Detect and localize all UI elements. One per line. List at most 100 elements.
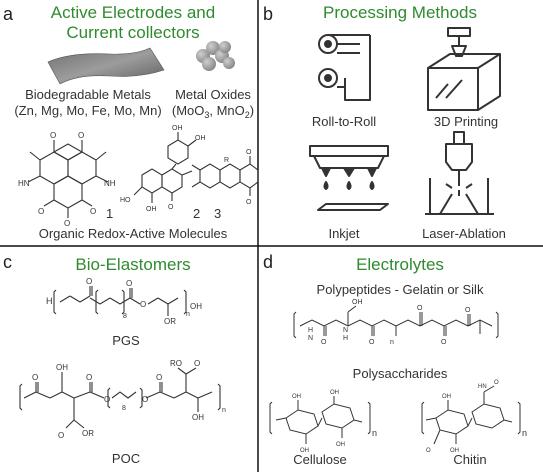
saccharide-caption: Polysaccharides [353, 366, 448, 381]
poc-structure [19, 367, 221, 429]
svg-text:O: O [142, 395, 148, 404]
svg-text:HN: HN [478, 384, 487, 390]
svg-text:n: n [222, 407, 226, 414]
svg-text:OH: OH [336, 442, 345, 448]
svg-text:OR: OR [164, 317, 176, 326]
svg-text:n: n [186, 311, 190, 318]
svg-text:O: O [246, 199, 252, 206]
molecule-3-structure [191, 156, 259, 196]
svg-text:RO: RO [170, 359, 182, 368]
svg-text:OH: OH [146, 206, 157, 213]
method-roll-to-roll: Roll-to-Roll [312, 114, 376, 129]
svg-text:O: O [38, 207, 44, 216]
svg-text:O: O [50, 131, 56, 140]
svg-text:O: O [126, 279, 132, 288]
svg-text:O: O [104, 395, 110, 404]
svg-text:OH: OH [56, 363, 68, 372]
svg-text:O: O [194, 359, 200, 368]
svg-text:HO: HO [120, 197, 131, 204]
method-inkjet: Inkjet [328, 226, 359, 241]
svg-text:OH: OH [300, 448, 309, 454]
roll-to-roll-icon [318, 34, 371, 101]
svg-text:OH: OH [172, 125, 183, 132]
molecules-caption: Organic Redox-Active Molecules [39, 226, 228, 241]
svg-text:R: R [224, 157, 229, 164]
svg-text:H: H [343, 335, 348, 342]
svg-text:n: n [390, 339, 394, 346]
method-3d-printing: 3D Printing [434, 114, 498, 129]
svg-text:O: O [90, 207, 96, 216]
molecule-number-2: 2 [193, 206, 200, 221]
saccharide-chitin: Chitin [453, 452, 486, 467]
panel-a: a Active Electrodes and Current collecto… [3, 3, 259, 241]
molecule-number-3: 3 [214, 206, 221, 221]
chitin-structure [421, 385, 521, 445]
oxides-suffix: ) [250, 103, 254, 118]
molecule-1-structure [27, 140, 109, 218]
oxides-prefix: (MoO [172, 103, 205, 118]
svg-text:O: O [140, 300, 146, 309]
svg-text:OH: OH [195, 135, 206, 142]
svg-text:OH: OH [190, 302, 202, 311]
metals-label: Biodegradable Metals [25, 87, 151, 102]
panel-d-title: Electrolytes [356, 255, 444, 274]
oxides-sub2: 2 [245, 110, 250, 120]
svg-text:OH: OH [330, 390, 339, 396]
svg-text:H: H [46, 296, 53, 306]
polypeptide-structure [293, 305, 499, 339]
panel-a-title-line1: Active Electrodes and [51, 3, 215, 22]
svg-text:O: O [494, 380, 499, 386]
svg-text:8: 8 [122, 405, 126, 412]
metal-oxide-spheres-icon [196, 41, 235, 71]
svg-text:O: O [58, 431, 64, 440]
molecule-number-1: 1 [106, 206, 113, 221]
oxides-list: (MoO3, MnO2) [172, 103, 254, 120]
molecule-2-structure [133, 132, 197, 203]
svg-text:n: n [372, 428, 377, 438]
svg-text:O: O [156, 373, 162, 382]
polymer-poc: POC [112, 451, 140, 466]
panel-c-title: Bio-Elastomers [75, 255, 190, 274]
peptide-caption: Polypeptides - Gelatin or Silk [317, 282, 484, 297]
svg-text:N: N [308, 335, 313, 342]
oxides-sub1: 3 [204, 110, 209, 120]
saccharide-cellulose: Cellulose [293, 452, 346, 467]
polymer-pgs: PGS [112, 333, 140, 348]
panel-c: c Bio-Elastomers H O O O 8 OR n OH PGS [3, 252, 226, 466]
panel-a-letter: a [3, 4, 14, 24]
svg-text:O: O [168, 204, 174, 211]
panel-b-title: Processing Methods [323, 3, 477, 22]
svg-text:n: n [522, 428, 527, 438]
panel-a-title-line2: Current collectors [66, 23, 199, 42]
panel-d-letter: d [263, 252, 273, 272]
svg-text:O: O [465, 307, 471, 314]
pgs-structure [53, 286, 187, 316]
metal-sheet-icon [47, 47, 165, 85]
svg-text:8: 8 [123, 313, 127, 320]
svg-text:O: O [321, 339, 327, 346]
panel-b-letter: b [263, 4, 273, 24]
oxides-label: Metal Oxides [175, 87, 251, 102]
svg-text:HN: HN [18, 179, 30, 188]
svg-text:O: O [32, 373, 38, 382]
svg-text:N: N [343, 327, 348, 334]
svg-text:O: O [86, 277, 92, 286]
inkjet-icon [309, 145, 389, 211]
cellulose-structure [269, 396, 371, 444]
metals-list: (Zn, Mg, Mo, Fe, Mo, Mn) [14, 103, 161, 118]
svg-text:OR: OR [82, 429, 94, 438]
svg-text:OH: OH [192, 413, 204, 422]
svg-text:OH: OH [292, 394, 301, 400]
panel-c-letter: c [3, 252, 12, 272]
svg-text:O: O [426, 448, 431, 454]
svg-text:H: H [308, 327, 313, 334]
svg-text:O: O [86, 373, 92, 382]
svg-text:O: O [417, 305, 423, 312]
laser-ablation-icon [425, 131, 494, 215]
svg-text:O: O [78, 131, 84, 140]
svg-text:OH: OH [450, 448, 459, 454]
method-laser-ablation: Laser-Ablation [422, 226, 506, 241]
3d-printer-icon [427, 27, 501, 111]
svg-text:OH: OH [442, 394, 451, 400]
